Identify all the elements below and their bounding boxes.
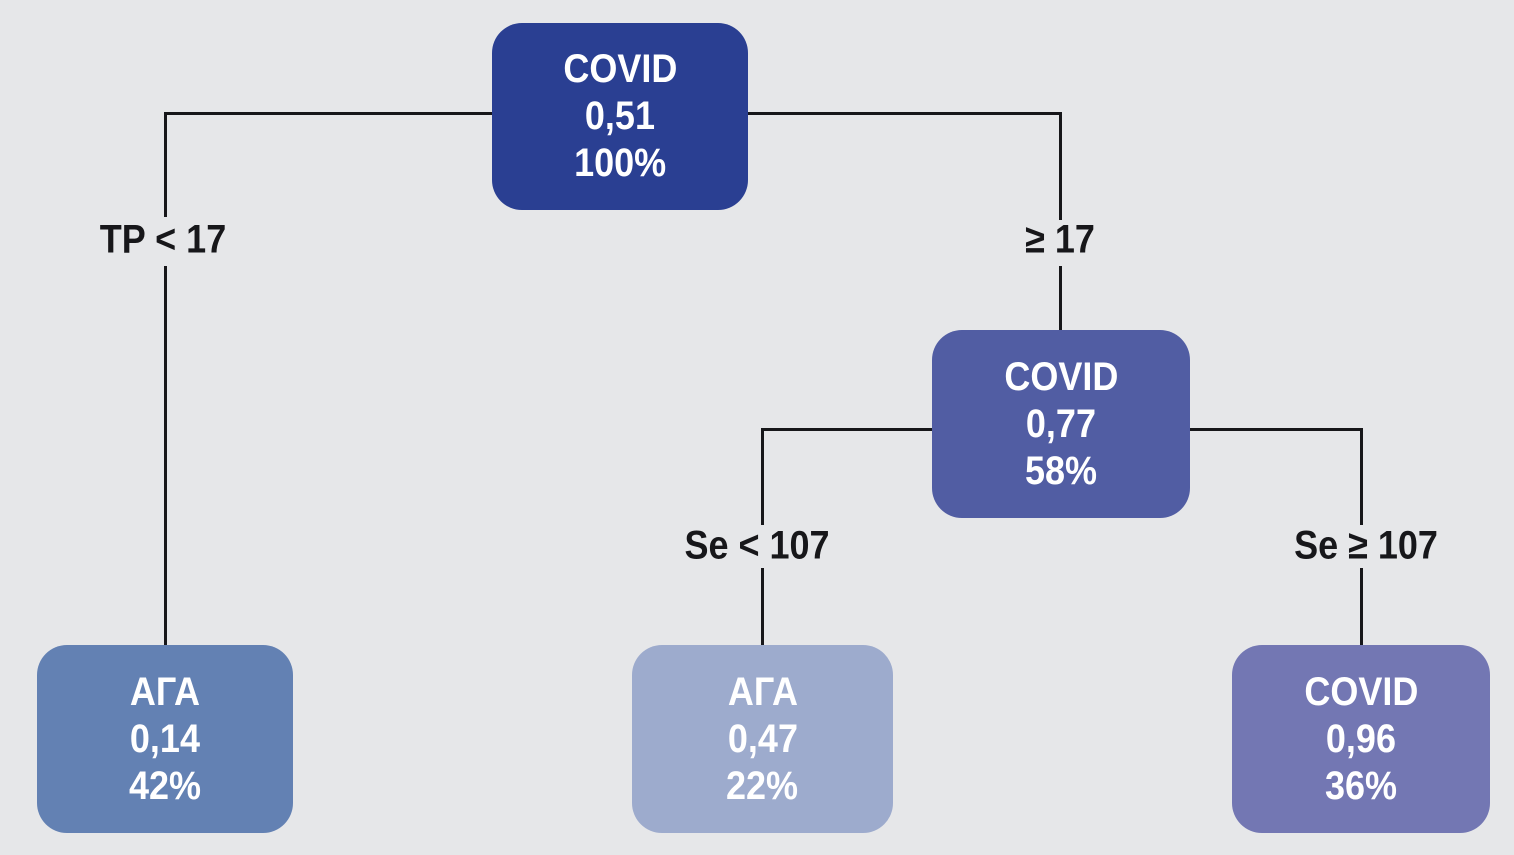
connector-root-left-horizontal — [164, 112, 494, 115]
connector-mid-vertical-upper — [761, 428, 764, 525]
node-class-label: COVID — [1303, 669, 1419, 714]
edge-label-se-ge-107: Se ≥ 107 — [1294, 523, 1438, 568]
node-class-label: АГА — [129, 669, 201, 714]
node-class-label: COVID — [1003, 354, 1119, 399]
node-probability: 0,51 — [584, 94, 656, 138]
tree-node-ge17: COVID 0,77 58% — [932, 330, 1190, 518]
node-class-label: COVID — [562, 47, 678, 91]
connector-far-right-vertical-upper — [1360, 428, 1363, 525]
connector-right-vertical-lower — [1059, 266, 1062, 330]
edge-label-se-lt-107: Se < 107 — [684, 523, 830, 568]
node-probability: 0,14 — [129, 716, 201, 761]
edge-label-tp-ge-17: ≥ 17 — [1025, 217, 1095, 262]
connector-node2-left-horizontal — [761, 428, 933, 431]
node-probability: 0,96 — [1325, 716, 1397, 761]
node-percentage: 22% — [726, 763, 799, 808]
connector-root-right-horizontal — [746, 112, 1061, 115]
tree-node-root: COVID 0,51 100% — [492, 23, 748, 210]
tree-leaf-se-ge-107: COVID 0,96 36% — [1232, 645, 1490, 833]
connector-left-vertical-upper — [164, 112, 167, 217]
connector-node2-right-horizontal — [1189, 428, 1361, 431]
node-percentage: 42% — [128, 763, 202, 808]
edge-label-tp-lt-17: TP < 17 — [99, 217, 227, 262]
node-probability: 0,47 — [727, 716, 798, 761]
node-percentage: 100% — [573, 141, 667, 185]
connector-far-right-vertical-lower — [1360, 568, 1363, 645]
connector-left-vertical-lower — [164, 266, 167, 645]
node-class-label: АГА — [727, 669, 798, 714]
tree-leaf-tp-lt-17: АГА 0,14 42% — [37, 645, 293, 833]
node-percentage: 58% — [1024, 448, 1098, 493]
node-percentage: 36% — [1324, 763, 1398, 808]
tree-leaf-se-lt-107: АГА 0,47 22% — [632, 645, 893, 833]
connector-right-vertical-upper — [1059, 112, 1062, 220]
connector-mid-vertical-lower — [761, 568, 764, 645]
node-probability: 0,77 — [1025, 401, 1097, 446]
